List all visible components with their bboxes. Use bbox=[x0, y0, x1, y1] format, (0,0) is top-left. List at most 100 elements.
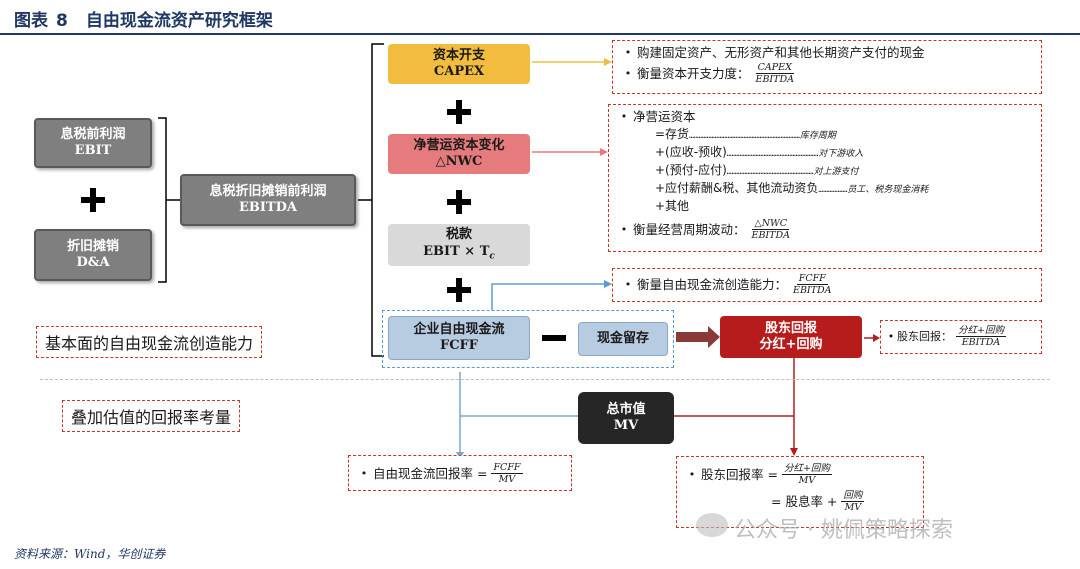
bullet-icon: • bbox=[887, 330, 895, 343]
shareholder-return-box: 股东回报 分红+回购 bbox=[720, 316, 862, 358]
ebitda-box: 息税折旧摊销前利润 EBITDA bbox=[180, 174, 356, 226]
ebitda-label: 息税折旧摊销前利润 bbox=[209, 183, 327, 199]
buyback-num: 回购 bbox=[841, 490, 865, 502]
capex-box: 资本开支 CAPEX bbox=[388, 44, 530, 84]
nwc-component-list: =存货……………………………………………………………库存周期+(应收-预收)……… bbox=[615, 126, 1035, 216]
fcff-group bbox=[382, 310, 674, 368]
valuation-caption: 叠加估值的回报率考量 bbox=[62, 400, 241, 432]
figure-number: 8 bbox=[56, 11, 68, 31]
shareholder-measure-label: 股东回报： bbox=[897, 330, 952, 343]
nwc-component-tag: 库存周期 bbox=[799, 131, 836, 141]
capex-note: • 购建固定资产、无形资产和其他长期资产支付的现金 • 衡量资本开支力度： CAPE… bbox=[612, 40, 1042, 94]
fcff-frac-num: FCFF bbox=[796, 273, 828, 285]
nwc-component-text: +(预付-应付) bbox=[655, 163, 727, 177]
dividend-yield-label: = 股息率 + bbox=[771, 494, 838, 509]
fcff-box: 企业自由现金流 FCFF bbox=[388, 316, 530, 360]
nwc-measure-label: 衡量经营周期波动： bbox=[633, 222, 746, 237]
bullet-icon: • bbox=[624, 46, 632, 59]
ebit-da-bracket bbox=[158, 117, 167, 283]
shareholder-yield-den: MV bbox=[798, 475, 816, 486]
section-separator bbox=[40, 379, 1050, 380]
figure-title: 图表 8 自由现金流资产研究框架 bbox=[14, 6, 273, 31]
fundamental-caption: 基本面的自由现金流创造能力 bbox=[36, 326, 263, 358]
bullet-icon: • bbox=[624, 278, 632, 291]
ebitda-code: EBITDA bbox=[238, 200, 297, 215]
nwc-component-row: =存货……………………………………………………………库存周期 bbox=[615, 126, 1035, 144]
nwc-component-text: +应付薪酬&税、其他流动资负 bbox=[655, 181, 819, 195]
shareholder-frac-den: EBITDA bbox=[961, 337, 1001, 348]
capex-code: CAPEX bbox=[433, 64, 485, 79]
shareholder-yield-num: 分红+回购 bbox=[781, 463, 832, 475]
mv-code: MV bbox=[613, 418, 639, 433]
nwc-component-row: +(预付-应付)………………………………………………对上游支付 bbox=[615, 162, 1035, 180]
ebit-code: EBIT bbox=[74, 143, 112, 158]
fcff-frac-den: EBITDA bbox=[793, 285, 832, 296]
watermark: 公众号 · 姚佩策略探索 bbox=[734, 518, 953, 543]
nwc-code: △NWC bbox=[435, 154, 483, 169]
nwc-note-title-row: •净营运资本 bbox=[615, 107, 1035, 126]
shareholder-yield-label: 股东回报率 = bbox=[701, 467, 778, 482]
capex-note-line1: 购建固定资产、无形资产和其他长期资产支付的现金 bbox=[637, 45, 925, 60]
capex-note-row: • 购建固定资产、无形资产和其他长期资产支付的现金 bbox=[619, 43, 1035, 62]
tax-formula-text: EBIT × T bbox=[423, 243, 490, 259]
title-rule bbox=[0, 33, 1080, 35]
shareholder-return-code: 分红+回购 bbox=[759, 337, 823, 352]
fcff-measure-label: 衡量自由现金流创造能力： bbox=[637, 277, 788, 292]
mv-box: 总市值 MV bbox=[578, 392, 674, 444]
fcff-yield-num: FCFF bbox=[491, 462, 523, 474]
mv-label: 总市值 bbox=[606, 401, 646, 417]
shareholder-frac-num: 分红+回购 bbox=[956, 325, 1006, 337]
nwc-component-row: +(应收-预收)…………………………………………………对下游收入 bbox=[615, 144, 1035, 162]
nwc-frac-den: EBITDA bbox=[751, 230, 790, 241]
buyback-den: MV bbox=[844, 502, 862, 513]
ebit-label: 息税前利润 bbox=[60, 126, 126, 142]
nwc-component-row: +其他 bbox=[615, 198, 1035, 216]
da-box: 折旧摊销 D&A bbox=[34, 229, 152, 281]
nwc-component-dots: ………………………………………………… bbox=[726, 149, 819, 158]
plus-icon bbox=[447, 100, 471, 124]
da-label: 折旧摊销 bbox=[66, 238, 119, 254]
capex-frac-num: CAPEX bbox=[755, 62, 794, 74]
plus-icon bbox=[447, 278, 471, 302]
capex-label: 资本开支 bbox=[432, 47, 485, 63]
figure-label: 图表 bbox=[14, 11, 48, 31]
minus-icon bbox=[542, 335, 566, 341]
plus-icon bbox=[81, 188, 105, 212]
capex-measure-label: 衡量资本开支力度： bbox=[637, 66, 750, 81]
tax-formula-sub: c bbox=[489, 251, 495, 262]
tax-formula: EBIT × Tc bbox=[423, 244, 495, 263]
nwc-component-dots: ……………………………………………… bbox=[726, 167, 814, 176]
nwc-note: •净营运资本 =存货……………………………………………………………库存周期+(应… bbox=[608, 104, 1042, 252]
figure-title-text: 自由现金流资产研究框架 bbox=[85, 11, 273, 31]
bullet-icon: • bbox=[620, 223, 628, 236]
fcff-yield-den: MV bbox=[498, 474, 516, 485]
nwc-component-dots: ……………… bbox=[818, 185, 848, 194]
plus-icon bbox=[447, 190, 471, 214]
fcff-yield-label: 自由现金流回报率 = bbox=[373, 466, 488, 481]
wechat-icon bbox=[696, 513, 728, 537]
shareholder-return-label: 股东回报 bbox=[764, 320, 817, 336]
da-code: D&A bbox=[76, 255, 110, 270]
nwc-component-text: +(应收-预收) bbox=[655, 145, 727, 159]
nwc-component-row: +应付薪酬&税、其他流动资负………………员工、税务现金消耗 bbox=[615, 180, 1035, 198]
nwc-component-tag: 对下游收入 bbox=[818, 149, 864, 159]
nwc-component-text: =存货 bbox=[655, 127, 690, 141]
bullet-icon: • bbox=[624, 67, 632, 80]
fcff-code: FCFF bbox=[439, 338, 479, 353]
